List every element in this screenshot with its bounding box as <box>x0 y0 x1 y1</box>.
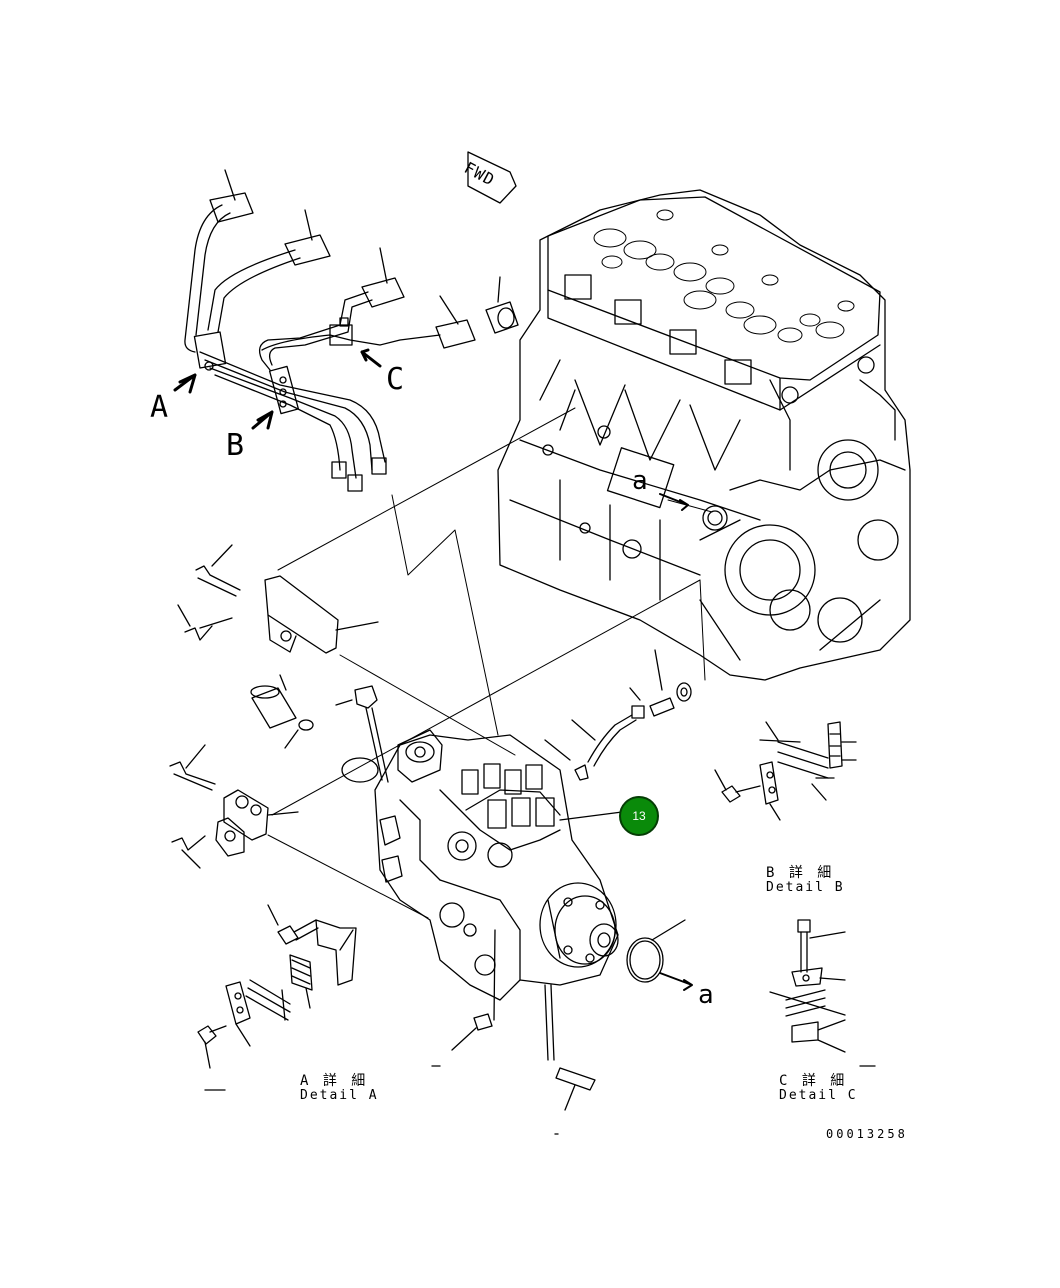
detail-b-title-en: Detail B <box>766 880 845 895</box>
arrow-label-a-upper: a <box>632 466 648 496</box>
injection-pipes-drawing <box>173 169 519 492</box>
brackets-and-bolts <box>169 544 389 869</box>
detail-c-title-en: Detail C <box>779 1088 858 1103</box>
injection-pump-drawing <box>374 729 619 1111</box>
detail-c-title-jp: C 詳 細 <box>779 1073 848 1089</box>
view-label-c: C <box>386 362 405 397</box>
detail-c-drawing <box>769 919 876 1067</box>
drawing-number: 00013258 <box>826 1127 908 1141</box>
part-callout-13[interactable]: 13 <box>619 796 659 836</box>
arrow-a-upper <box>659 493 689 511</box>
view-label-b: B <box>226 428 245 463</box>
detail-b-title-jp: B 詳 細 <box>766 865 835 881</box>
fuel-line-drawing <box>544 649 692 781</box>
detail-a-title-jp: A 詳 細 <box>300 1073 369 1089</box>
connector-lines <box>267 407 713 919</box>
engine-block-drawing <box>497 189 911 681</box>
detail-b-drawing <box>714 721 857 821</box>
detail-a-drawing <box>197 904 357 1069</box>
callout-leader <box>559 811 623 821</box>
arrow-label-a-lower: a <box>698 980 714 1010</box>
view-label-a: A <box>150 390 169 425</box>
fwd-tag-outline <box>467 151 517 204</box>
o-ring-drawing <box>626 919 693 991</box>
detail-a-title-en: Detail A <box>300 1088 379 1103</box>
